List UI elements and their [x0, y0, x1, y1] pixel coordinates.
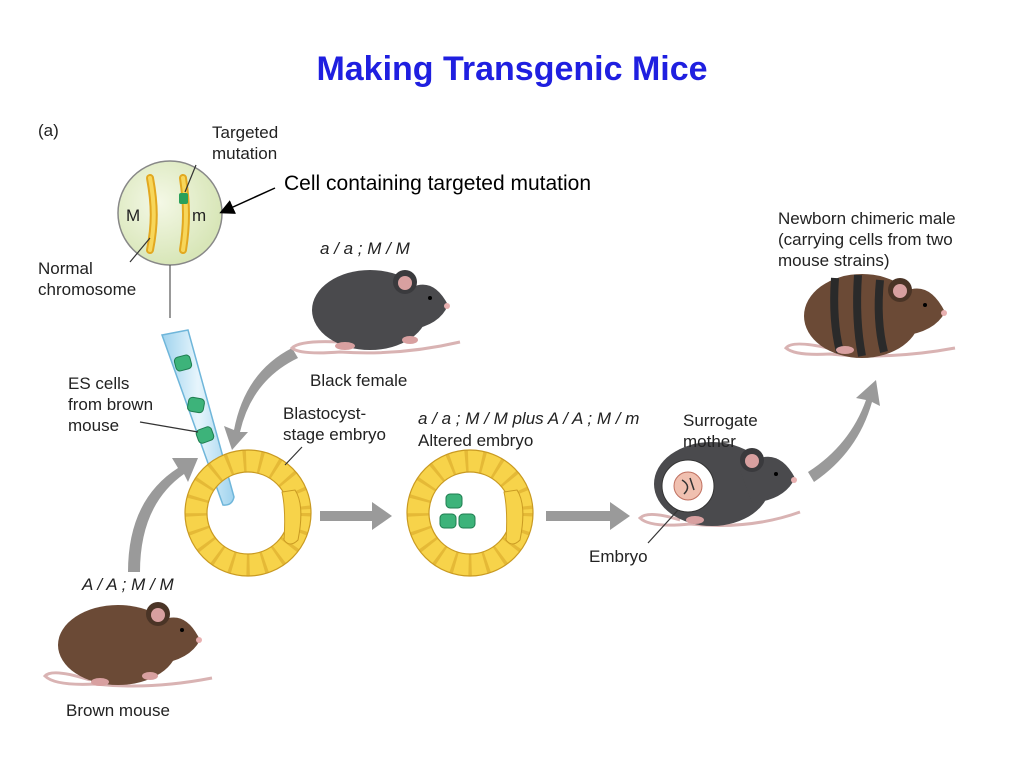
cell-callout-label: Cell containing targeted mutation [284, 172, 592, 195]
page-title: Making Transgenic Mice [316, 50, 708, 88]
brown-mouse-genotype: A / A ; M / M [82, 575, 174, 594]
surrogate-mother-label: Surrogate mother [683, 411, 758, 451]
mutation-band [179, 193, 188, 204]
targeted-mutation-label: Targeted mutation [212, 123, 279, 163]
panel-label: (a) [38, 121, 59, 140]
cell-callout-arrow [219, 187, 276, 214]
brown-mouse [42, 602, 213, 688]
newborn-chimeric-label: Newborn chimeric male (carrying cells fr… [778, 209, 956, 270]
altered-embryo [406, 449, 534, 577]
blastocyst-label: Blastocyst- stage embryo [283, 404, 386, 444]
brown-mouse-label: Brown mouse [66, 701, 170, 720]
black-female-label: Black female [310, 371, 408, 390]
blastocyst-embryo [184, 446, 312, 577]
chromosome-m-label: m [192, 206, 207, 225]
chimeric-male-mouse [783, 274, 956, 358]
normal-chromosome-label: Normal chromosome [38, 259, 137, 299]
embryo-label: Embryo [589, 547, 648, 566]
es-cells-label: ES cells from brown mouse [68, 374, 154, 435]
altered-genotype: a / a ; M / M plus A / A ; M / m [418, 409, 640, 428]
black-female-genotype: a / a ; M / M [320, 239, 410, 258]
altered-embryo-label: Altered embryo [418, 431, 534, 450]
chromosome-M-label: M [126, 206, 141, 225]
black-female-mouse [289, 270, 461, 355]
surrogate-mother-mouse [637, 442, 801, 544]
flow-arrows [128, 348, 880, 572]
